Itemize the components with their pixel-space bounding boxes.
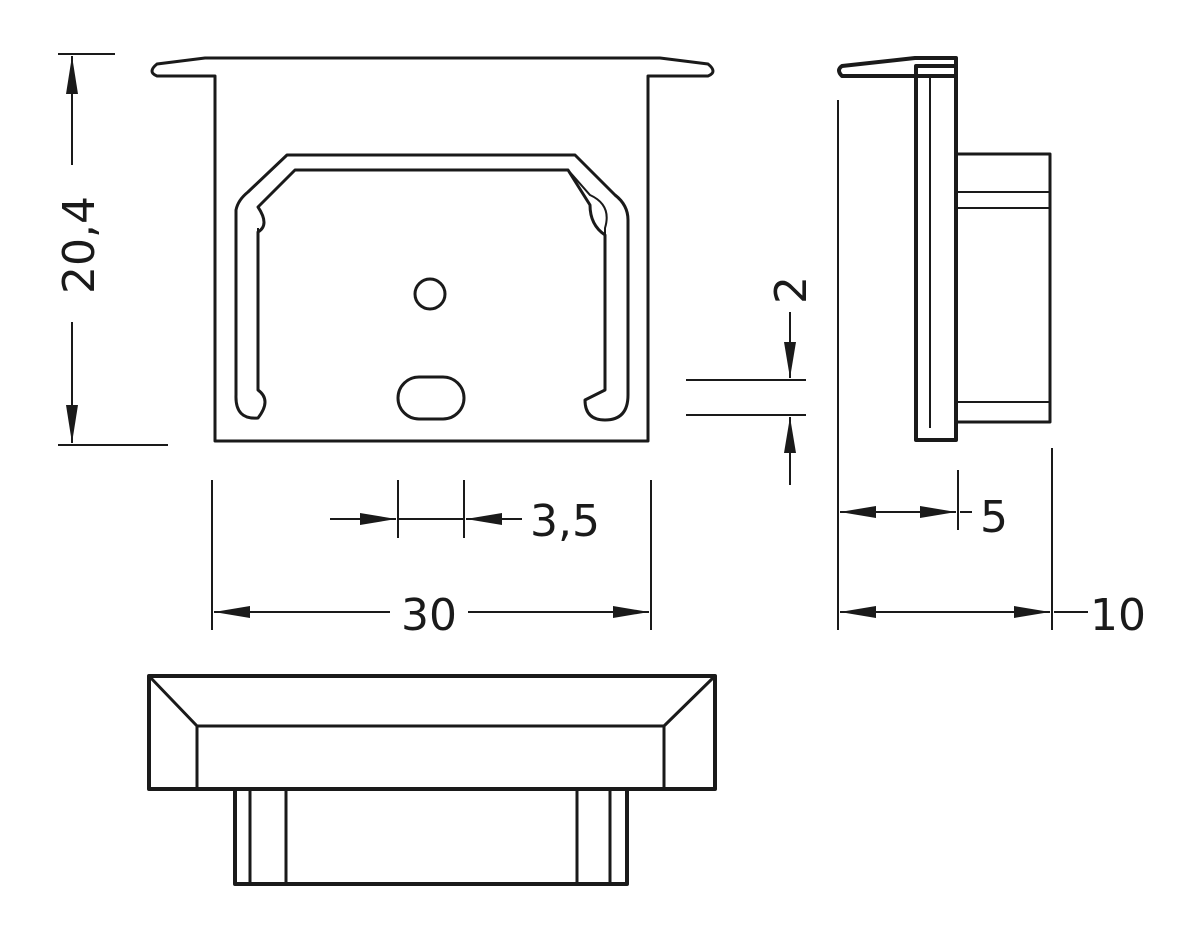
- bottom-view-outer: [147, 674, 717, 791]
- dimension-width: 30: [211, 480, 652, 641]
- front-view-channel-inner: [257, 169, 608, 385]
- side-view: [837, 56, 1052, 442]
- dimension-slot-label: 3,5: [530, 496, 600, 547]
- dimension-depth-total-label: 10: [1090, 590, 1146, 641]
- side-view-plate: [914, 64, 958, 442]
- dimension-depth-inner: 5: [837, 100, 1008, 630]
- dimension-width-label: 30: [401, 590, 457, 641]
- dimension-offset-label: 2: [766, 276, 817, 304]
- side-view-plug: [954, 152, 1052, 424]
- dimension-depth-inner-label: 5: [980, 492, 1008, 543]
- front-view: [150, 56, 715, 443]
- dimension-height-label: 20,4: [54, 196, 105, 294]
- dimension-slot: 3,5: [330, 480, 600, 547]
- dimension-height: 20,4: [54, 53, 168, 446]
- front-view-outline: [150, 56, 715, 443]
- bottom-view-plug: [233, 787, 629, 886]
- dimension-offset: 2: [686, 276, 817, 485]
- front-view-channel-outer: [234, 153, 630, 422]
- front-view-slot-hole: [396, 375, 466, 421]
- dimension-depth-total: 10: [840, 448, 1146, 641]
- bottom-view-bevel: [147, 674, 717, 791]
- front-view-round-hole: [413, 277, 447, 311]
- bottom-view: [147, 674, 717, 886]
